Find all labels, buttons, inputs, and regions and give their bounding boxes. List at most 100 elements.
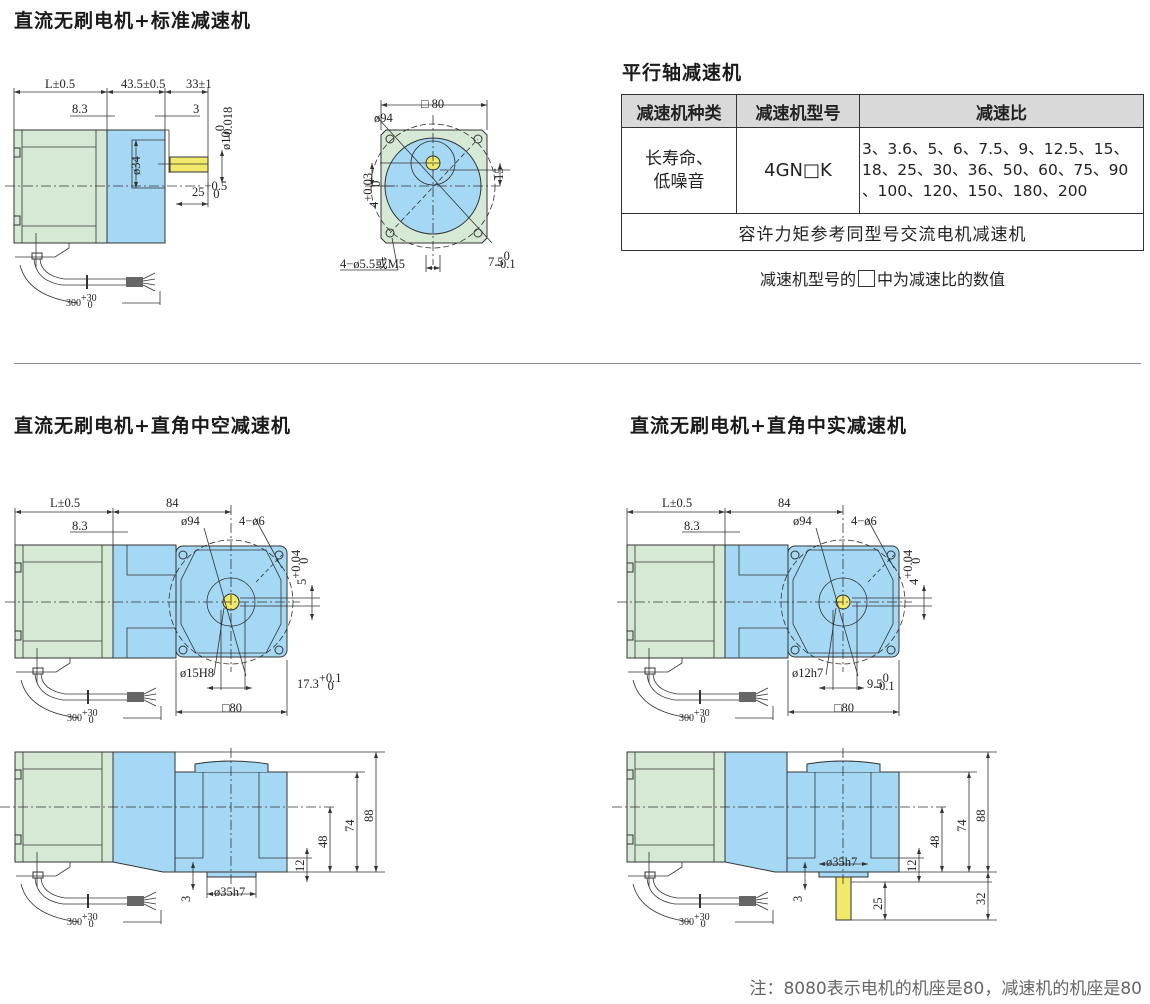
mount-hole [790, 550, 800, 560]
cell-footer: 容许力矩参考同型号交流电机减速机 [621, 213, 1144, 251]
motor-cable [16, 852, 162, 924]
motor-cable [628, 648, 774, 720]
mount-hole [385, 134, 395, 144]
tol-upper: 0 [213, 125, 227, 131]
tol-main: 7.5 [488, 255, 504, 269]
motor-body [626, 544, 726, 659]
dim-motor-length: L±0.5 [662, 496, 692, 510]
tol-main: 300 [679, 917, 694, 928]
dim-48: 48 [928, 836, 942, 849]
table-footer-row: 容许力矩参考同型号交流电机减速机 [621, 213, 1144, 251]
standard-front-view [365, 100, 510, 272]
dim-motor-length: L±0.5 [50, 496, 80, 510]
tol-lower: -0.018 [221, 107, 235, 139]
output-shaft [835, 876, 852, 921]
tol-upper: +0.03 [361, 173, 375, 202]
dim-84: 84 [166, 496, 179, 510]
dim-key-width: 4+0.030 [361, 173, 383, 208]
tol-main: 9.5 [867, 677, 883, 691]
dim-88: 88 [974, 810, 988, 823]
tol-upper: +0.04 [901, 549, 915, 579]
dim-d35: ø35h7 [826, 855, 857, 869]
gearbox-body [724, 544, 789, 659]
dim-square-80: □ 80 [421, 97, 444, 111]
tol-upper: +0.5 [205, 179, 228, 193]
dim-84: 84 [778, 496, 791, 510]
dim-25: 25 [871, 898, 885, 911]
dim-key-width: 4+0.040 [901, 549, 923, 585]
dim-key-height: 9.50-0.1 [867, 671, 895, 693]
dim-key-width: 5+0.040 [289, 549, 311, 585]
table-title: 平行轴减速机 [622, 62, 743, 84]
mount-hole [178, 645, 188, 655]
dim-8-3: 8.3 [72, 519, 88, 533]
type-line: 低噪音 [653, 171, 705, 192]
tol-upper: +30 [81, 293, 97, 304]
dim-3: 3 [193, 102, 199, 116]
tol-upper: +30 [694, 708, 710, 719]
table-header-row: 减速机种类 减速机型号 减速比 [621, 94, 1144, 128]
dim-12: 12 [293, 860, 307, 873]
motor-body [13, 129, 108, 244]
tol-main: 300 [66, 298, 81, 309]
output-shaft [169, 156, 209, 173]
dim-48: 48 [316, 836, 330, 849]
tol-main: 4 [367, 201, 381, 208]
dim-shaft-diameter: ø100-0.018 [213, 107, 235, 150]
dim-3: 3 [179, 896, 193, 902]
section-title-hollow: 直流无刷电机+直角中空减速机 [14, 415, 291, 437]
cell-type: 长寿命、 低噪音 [621, 127, 737, 214]
tol-lower: 0 [328, 679, 334, 693]
header-model: 减速机型号 [736, 94, 860, 128]
mount-hole [178, 550, 188, 560]
tol-upper: +30 [82, 912, 98, 923]
footnote: 注：8080表示电机的机座是80，减速机的机座是80 [749, 979, 1142, 999]
mount-hole [385, 228, 395, 238]
dim-mount-holes: 4−ø6 [851, 514, 877, 528]
dim-bore: ø15H8 [180, 666, 214, 680]
cell-model: 4GN□K [736, 127, 860, 214]
tol-lower: 0 [88, 300, 93, 311]
gearbox-body [112, 544, 177, 659]
mount-hole [790, 645, 800, 655]
tol-lower: 0 [909, 558, 923, 564]
ratio-line: 、100、120、150、180、200 [862, 182, 1088, 200]
tol-upper: 0 [883, 671, 889, 685]
tol-upper: +30 [82, 708, 98, 719]
tol-main: 25 [192, 185, 205, 199]
dim-d94: ø94 [374, 111, 394, 125]
note-suffix: 中为减速比的数值 [877, 270, 1006, 289]
dim-gear-length: 43.5±0.5 [121, 77, 165, 91]
dim-d94: ø94 [793, 514, 813, 528]
tol-lower: 0 [701, 715, 706, 726]
mount-hole [473, 228, 483, 238]
gearbox-spec-table: 减速机种类 减速机型号 减速比 长寿命、 低噪音 4GN□K 3、3.6、5、6… [621, 94, 1144, 251]
section-title-standard: 直流无刷电机+标准减速机 [14, 10, 251, 32]
motor-cable [628, 852, 774, 924]
tol-lower: 0 [213, 187, 219, 201]
motor-body [14, 544, 114, 659]
tol-lower: 0 [369, 181, 383, 187]
dim-8-3: 8.3 [684, 519, 700, 533]
tol-lower: -0.1 [496, 257, 516, 271]
motor-cable [15, 233, 161, 305]
tol-upper: +0.04 [289, 549, 303, 579]
dim-key-height: 7.50-0.1 [488, 249, 516, 271]
dim-mount-holes: 4−ø6 [239, 514, 265, 528]
cell-ratios: 3、3.6、5、6、7.5、9、12.5、15、 18、25、30、36、50、… [859, 127, 1144, 214]
ratio-line: 18、25、30、36、50、60、75、90 [862, 161, 1129, 179]
tol-lower: -0.1 [875, 679, 895, 693]
ratio-line: 3、3.6、5、6、7.5、9、12.5、15、 [862, 140, 1129, 158]
header-type: 减速机种类 [621, 94, 737, 128]
tol-lower: 0 [297, 558, 311, 564]
note-prefix: 减速机型号的 [759, 270, 856, 289]
tol-lower: 0 [89, 715, 94, 726]
